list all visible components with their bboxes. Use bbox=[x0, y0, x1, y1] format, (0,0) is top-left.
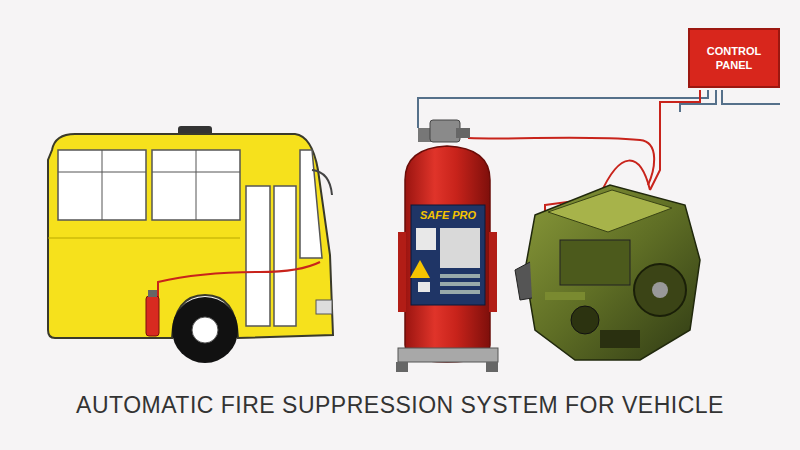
engine-illustration bbox=[515, 185, 700, 360]
panel-label: CONTROL PANEL bbox=[699, 44, 769, 73]
bus-illustration bbox=[48, 126, 333, 363]
title-text: AUTOMATIC FIRE SUPPRESSION SYSTEM FOR VE… bbox=[0, 392, 800, 419]
extinguisher-cylinder bbox=[396, 120, 498, 372]
brand-label: SAFE PRO bbox=[413, 209, 483, 221]
signal-wire bbox=[418, 90, 780, 128]
control-panel-box: CONTROL PANEL bbox=[688, 28, 780, 88]
